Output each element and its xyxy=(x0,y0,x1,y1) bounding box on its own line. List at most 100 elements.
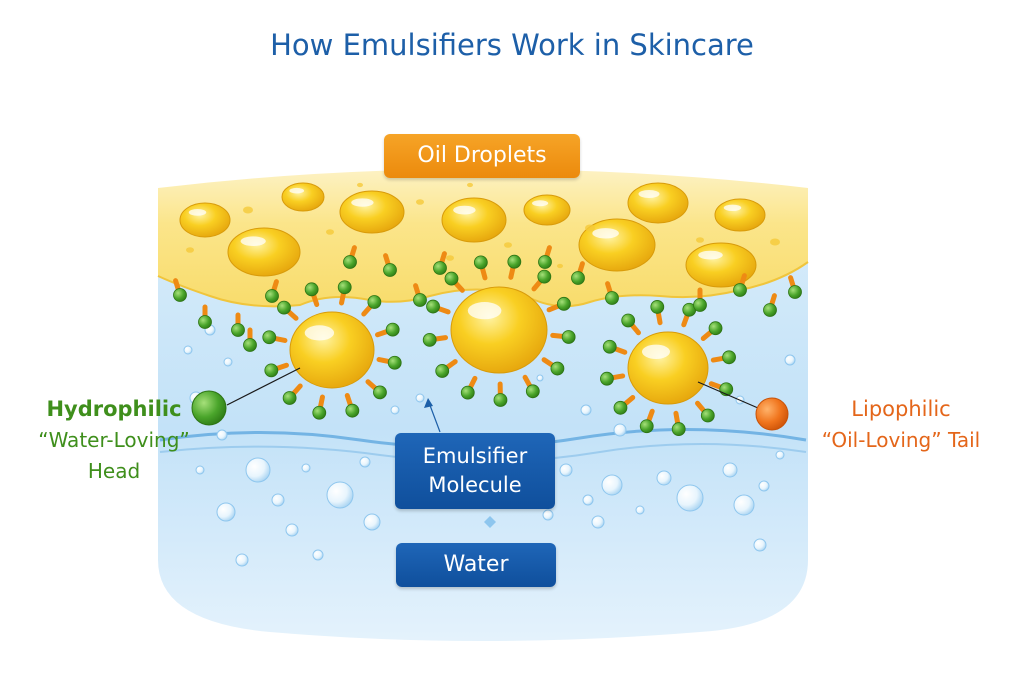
oil-speck xyxy=(357,183,363,187)
droplet-highlight xyxy=(724,205,742,211)
hydrophilic-head-icon xyxy=(723,351,736,364)
emulsifier-molecule-label: Emulsifier Molecule xyxy=(395,433,555,509)
water-label: Water xyxy=(396,543,556,587)
oil-droplet-icon xyxy=(340,191,404,233)
droplet-highlight xyxy=(241,236,266,246)
water-bubble-icon xyxy=(543,510,553,520)
hydrophilic-head-icon xyxy=(174,289,187,302)
hydrophilic-head-icon xyxy=(600,372,613,385)
hydrophilic-head-icon xyxy=(445,272,458,285)
oil-speck xyxy=(186,247,194,253)
emulsifier-label-line2: Molecule xyxy=(395,471,555,500)
hydrophilic-head-icon xyxy=(551,362,564,375)
water-bubble-icon xyxy=(754,539,766,551)
lipophilic-label: Lipophilic “Oil-Loving” Tail xyxy=(786,394,1016,456)
water-bubble-icon xyxy=(360,457,370,467)
droplet-highlight xyxy=(639,190,660,198)
hydrophilic-head-icon xyxy=(283,391,296,404)
hydrophilic-head-icon xyxy=(461,386,474,399)
water-bubble-icon xyxy=(224,358,232,366)
hydrophilic-head-icon xyxy=(734,284,747,297)
hydrophilic-head-icon xyxy=(373,386,386,399)
water-bubble-icon xyxy=(217,503,235,521)
hydrophilic-head-icon xyxy=(386,323,399,336)
hydrophilic-head-icon xyxy=(614,401,627,414)
hydrophilic-head-icon xyxy=(265,364,278,377)
oil-speck xyxy=(770,239,780,246)
droplet-highlight xyxy=(532,200,548,206)
hydrophilic-head-icon xyxy=(789,286,802,299)
water-bubble-icon xyxy=(583,495,593,505)
hydrophilic-head-icon xyxy=(606,292,619,305)
emulsifier-label-line1: Emulsifier xyxy=(395,442,555,471)
emulsified-droplet-icon xyxy=(451,287,547,373)
hydrophilic-head-icon xyxy=(709,322,722,335)
hydrophilic-head-icon xyxy=(244,339,257,352)
hydrophilic-head-icon xyxy=(384,264,397,277)
hydrophilic-head-icon xyxy=(423,333,436,346)
lipophilic-label-line1: Lipophilic xyxy=(786,394,1016,425)
oil-speck xyxy=(243,207,253,214)
hydrophilic-head-icon xyxy=(562,330,575,343)
hydrophilic-head-icon xyxy=(508,255,521,268)
water-bubble-icon xyxy=(657,471,671,485)
droplet-highlight xyxy=(351,198,373,206)
water-bubble-icon xyxy=(581,405,591,415)
hydrophilic-label-line1: Hydrophilic xyxy=(14,394,214,425)
hydrophilic-head-icon xyxy=(346,404,359,417)
water-bubble-icon xyxy=(677,485,703,511)
droplet-highlight xyxy=(468,302,502,319)
oil-speck xyxy=(557,264,563,268)
water-bubble-icon xyxy=(327,482,353,508)
droplet-highlight xyxy=(289,188,304,194)
water-bubble-icon xyxy=(592,516,604,528)
hydrophilic-head-icon xyxy=(414,294,427,307)
droplet-highlight xyxy=(305,325,334,340)
oil-speck xyxy=(416,199,424,205)
hydrophilic-head-icon xyxy=(651,300,664,313)
hydrophilic-head-icon xyxy=(263,331,276,344)
oil-speck xyxy=(504,242,512,248)
hydrophilic-head-icon xyxy=(622,314,635,327)
hydrophilic-head-icon xyxy=(557,297,570,310)
hydrophilic-head-icon xyxy=(313,406,326,419)
oil-droplet-icon xyxy=(228,228,300,276)
oil-droplet-icon xyxy=(524,195,570,225)
hydrophilic-head-icon xyxy=(232,324,245,337)
hydrophilic-label: Hydrophilic “Water-Loving” Head xyxy=(14,394,214,487)
water-bubble-icon xyxy=(302,464,310,472)
hydrophilic-head-icon xyxy=(199,316,212,329)
water-bubble-icon xyxy=(416,394,424,402)
droplet-highlight xyxy=(453,206,475,215)
hydrophilic-head-icon xyxy=(603,340,616,353)
hydrophilic-label-line2: “Water-Loving” xyxy=(14,425,214,456)
hydrophilic-head-icon xyxy=(539,256,552,269)
water-bubble-icon xyxy=(391,406,399,414)
water-bubble-icon xyxy=(614,424,626,436)
hydrophilic-head-icon xyxy=(494,393,507,406)
oil-speck xyxy=(696,237,704,243)
hydrophilic-head-icon xyxy=(368,296,381,309)
hydrophilic-head-icon xyxy=(434,262,447,275)
page-title: How Emulsifiers Work in Skincare xyxy=(0,28,1024,62)
droplet-highlight xyxy=(698,251,723,260)
lipophilic-label-line2: “Oil-Loving” Tail xyxy=(786,425,1016,456)
water-bubble-icon xyxy=(184,346,192,354)
water-bubble-icon xyxy=(286,524,298,536)
hydrophilic-head-icon xyxy=(388,356,401,369)
hydrophilic-head-icon xyxy=(344,256,357,269)
hydrophilic-head-icon xyxy=(338,281,351,294)
water-bubble-icon xyxy=(272,494,284,506)
water-bubble-icon xyxy=(759,481,769,491)
oil-speck xyxy=(467,183,473,187)
water-bubble-icon xyxy=(246,458,270,482)
lipophilic-tail-callout-icon xyxy=(756,398,788,430)
water-bubble-icon xyxy=(313,550,323,560)
droplet-highlight xyxy=(189,209,207,216)
hydrophilic-head-icon xyxy=(701,409,714,422)
oil-droplet-icon xyxy=(282,183,324,211)
oil-droplets-label: Oil Droplets xyxy=(384,134,580,178)
hydrophilic-head-icon xyxy=(278,301,291,314)
water-bubble-icon xyxy=(217,430,227,440)
